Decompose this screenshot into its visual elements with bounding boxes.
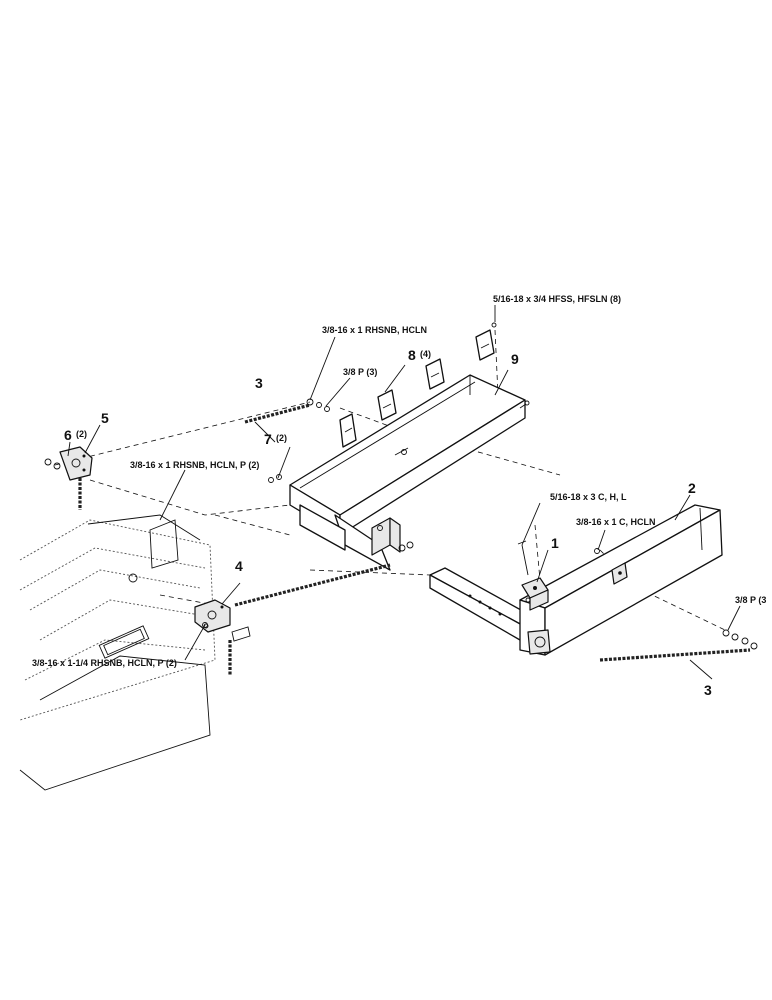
part-6-washers — [44, 458, 61, 470]
part-5-bracket — [59, 446, 93, 481]
callout-6-qty: (2) — [76, 429, 87, 439]
callout-3-chain: 3 — [255, 375, 263, 391]
hardware-label-3-8-p: 3/8 P (3) — [343, 367, 377, 377]
callout-8-qty: (4) — [420, 349, 431, 359]
part-4-bracket — [194, 599, 251, 642]
part-8-wear-pads — [339, 329, 495, 448]
callout-7: 7 — [264, 431, 272, 447]
callout-1: 1 — [551, 535, 559, 551]
part-7-washers — [268, 474, 282, 483]
callout-9: 9 — [511, 351, 519, 367]
callout-7-qty: (2) — [276, 433, 287, 443]
callout-6: 6 — [64, 427, 72, 443]
hardware-label-rhsnb-top: 3/8-16 x 1 RHSNB, HCLN — [322, 325, 427, 335]
part-arm-tube — [429, 567, 531, 641]
hardware-items — [203, 322, 758, 650]
callout-4: 4 — [235, 558, 243, 574]
part-2-beam — [519, 504, 723, 656]
callout-5: 5 — [101, 410, 109, 426]
hardware-label-rhsnb-1-1-4: 3/8-16 x 1-1/4 RHSNB, HCLN, P (2) — [32, 658, 177, 668]
part-1-bracket — [521, 577, 549, 611]
hardware-label-5-16-c: 5/16-18 x 3 C, H, L — [550, 492, 627, 502]
hardware-label-rhsnb-p2: 3/8-16 x 1 RHSNB, HCLN, P (2) — [130, 460, 259, 470]
callout-8: 8 — [408, 347, 416, 363]
chains — [78, 403, 751, 675]
hardware-label-3-8-c: 3/8-16 x 1 C, HCLN — [576, 517, 656, 527]
hardware-label-hfss: 5/16-18 x 3/4 HFSS, HFSLN (8) — [493, 294, 621, 304]
leader-lines — [67, 305, 741, 680]
part-9-channel-pan — [289, 374, 526, 571]
hardware-label-3-8-p-right: 3/8 P (3 — [735, 595, 766, 605]
callout-3-chain-right: 3 — [704, 682, 712, 698]
callout-2: 2 — [688, 480, 696, 496]
machine-frame-sketch — [19, 514, 216, 791]
